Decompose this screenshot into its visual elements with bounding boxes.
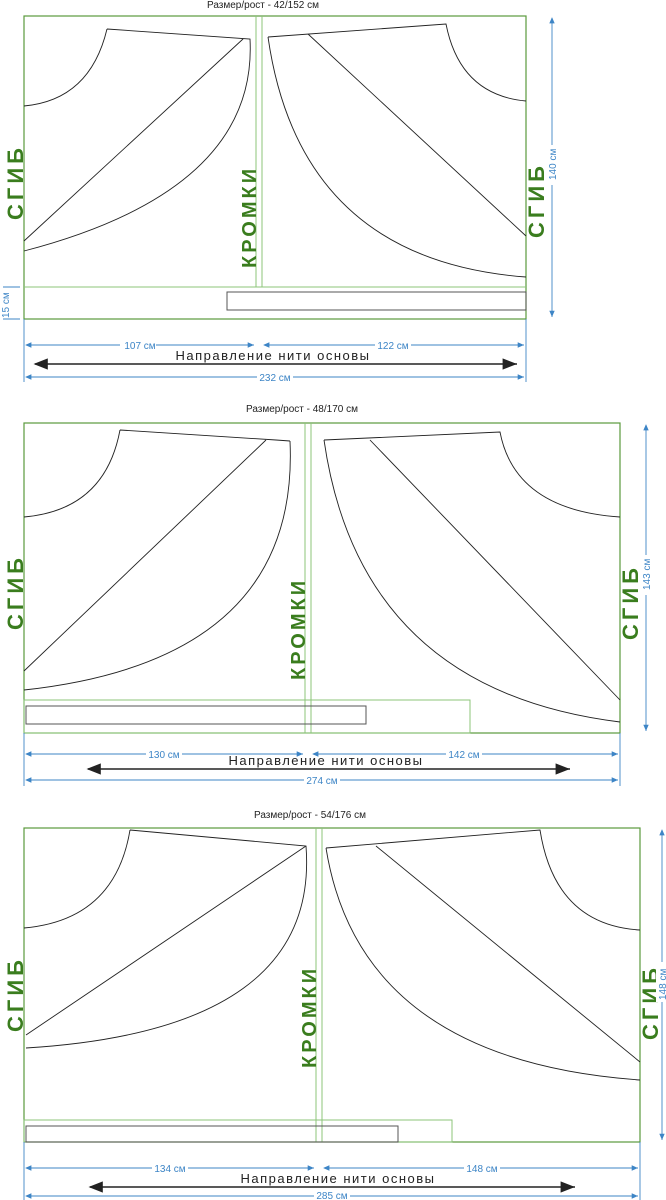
height-dim-label: 143 см xyxy=(642,559,653,590)
height-dim-label: 148 см xyxy=(658,969,666,1000)
fold-label-left: СГИБ xyxy=(3,956,28,1032)
waistband-area xyxy=(23,699,471,734)
right-skirt-piece xyxy=(267,23,527,278)
right-skirt-piece xyxy=(323,431,621,723)
left-width-label: 134 см xyxy=(154,1164,185,1175)
selvage-label: КРОМКИ xyxy=(299,966,321,1068)
grain-direction-label: Направление нити основы xyxy=(241,1171,436,1186)
height-dim-label: 140 см xyxy=(548,149,559,180)
left-skirt-piece xyxy=(23,429,291,691)
waistband-piece xyxy=(25,705,367,725)
right-width-label: 148 см xyxy=(466,1164,497,1175)
waistband-area xyxy=(23,1119,453,1143)
total-width-label: 274 см xyxy=(306,776,337,787)
fold-label-left: СГИБ xyxy=(3,144,28,220)
right-width-label: 142 см xyxy=(448,750,479,761)
layout-title: Размер/рост - 48/170 см xyxy=(246,404,358,415)
left-width-label: 107 см xyxy=(124,341,155,352)
layout-size-54: Размер/рост - 54/176 см СГИБ СГИБ КРОМКИ… xyxy=(3,810,666,1200)
left-skirt-piece xyxy=(23,28,251,252)
total-width-label: 232 см xyxy=(259,373,290,384)
layout-size-48: Размер/рост - 48/170 см СГИБ СГИБ КРОМКИ… xyxy=(3,404,653,787)
fabric-frame xyxy=(23,15,527,320)
grain-direction-label: Направление нити основы xyxy=(229,753,424,768)
layout-title: Размер/рост - 54/176 см xyxy=(254,810,366,821)
selvage-label: КРОМКИ xyxy=(288,578,310,680)
fold-label-right: СГИБ xyxy=(524,162,549,238)
left-width-label: 130 см xyxy=(148,750,179,761)
right-width-label: 122 см xyxy=(377,341,408,352)
waistband-piece xyxy=(25,1125,399,1143)
fabric-frame xyxy=(23,422,621,734)
fold-label-right: СГИБ xyxy=(618,564,643,640)
layout-size-42: Размер/рост - 42/152 см СГИБ СГИБ КРОМКИ… xyxy=(1,0,559,384)
grain-direction-label: Направление нити основы xyxy=(176,348,371,363)
fold-label-left: СГИБ xyxy=(3,554,28,630)
layout-title: Размер/рост - 42/152 см xyxy=(207,0,319,11)
total-width-label: 285 см xyxy=(316,1191,347,1200)
left-skirt-piece xyxy=(23,829,308,1049)
waistband-piece xyxy=(226,291,527,311)
selvage-label: КРОМКИ xyxy=(239,166,261,268)
hem-dim-label: 15 см xyxy=(1,292,12,318)
right-skirt-piece xyxy=(325,829,641,1081)
